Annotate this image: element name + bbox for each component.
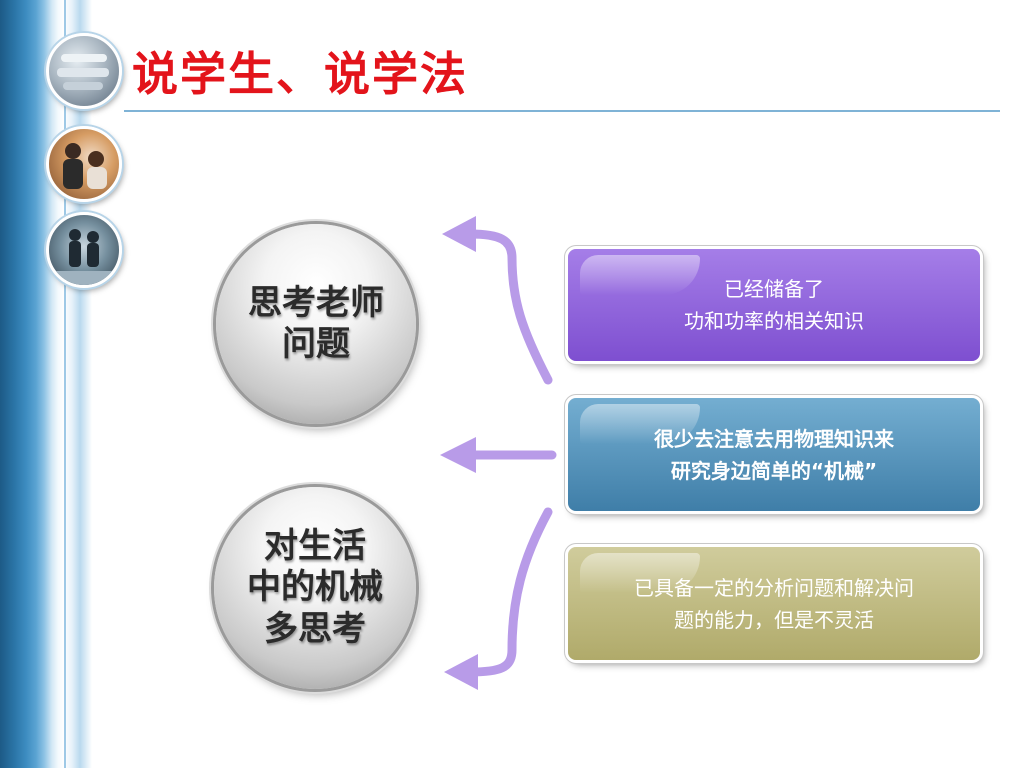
arrow-left-icon [442,216,476,252]
info-box-text: 已具备一定的分析问题和解决问 题的能力，但是不灵活 [634,575,914,632]
sphere-think-life-machines: 对生活 中的机械 多思考 [214,487,416,689]
arrow-path-bottom [465,507,553,677]
photo-thumbnail-icon [46,33,122,109]
title-divider [124,110,1000,112]
walking-people-photo-icon [46,212,122,288]
info-box-problem-solving: 已具备一定的分析问题和解决问 题的能力，但是不灵活 [568,547,980,660]
sphere-label: 对生活 中的机械 多思考 [247,525,383,649]
sphere-label: 思考老师 问题 [248,282,384,364]
arrow-path-top [465,229,553,385]
info-box-prior-knowledge: 已经储备了 功和功率的相关知识 [568,249,980,361]
sphere-think-teacher-question: 思考老师 问题 [216,224,416,424]
page-title: 说学生、说学法 [132,47,468,101]
info-box-text: 很少去注意去用物理知识来 研究身边简单的“机械” [654,426,894,483]
info-box-physics-observation: 很少去注意去用物理知识来 研究身边简单的“机械” [568,398,980,511]
info-box-text: 已经储备了 功和功率的相关知识 [684,277,864,333]
people-photo-icon [46,126,122,202]
arrow-left-icon [440,437,476,473]
arrow-left-icon [444,654,478,690]
